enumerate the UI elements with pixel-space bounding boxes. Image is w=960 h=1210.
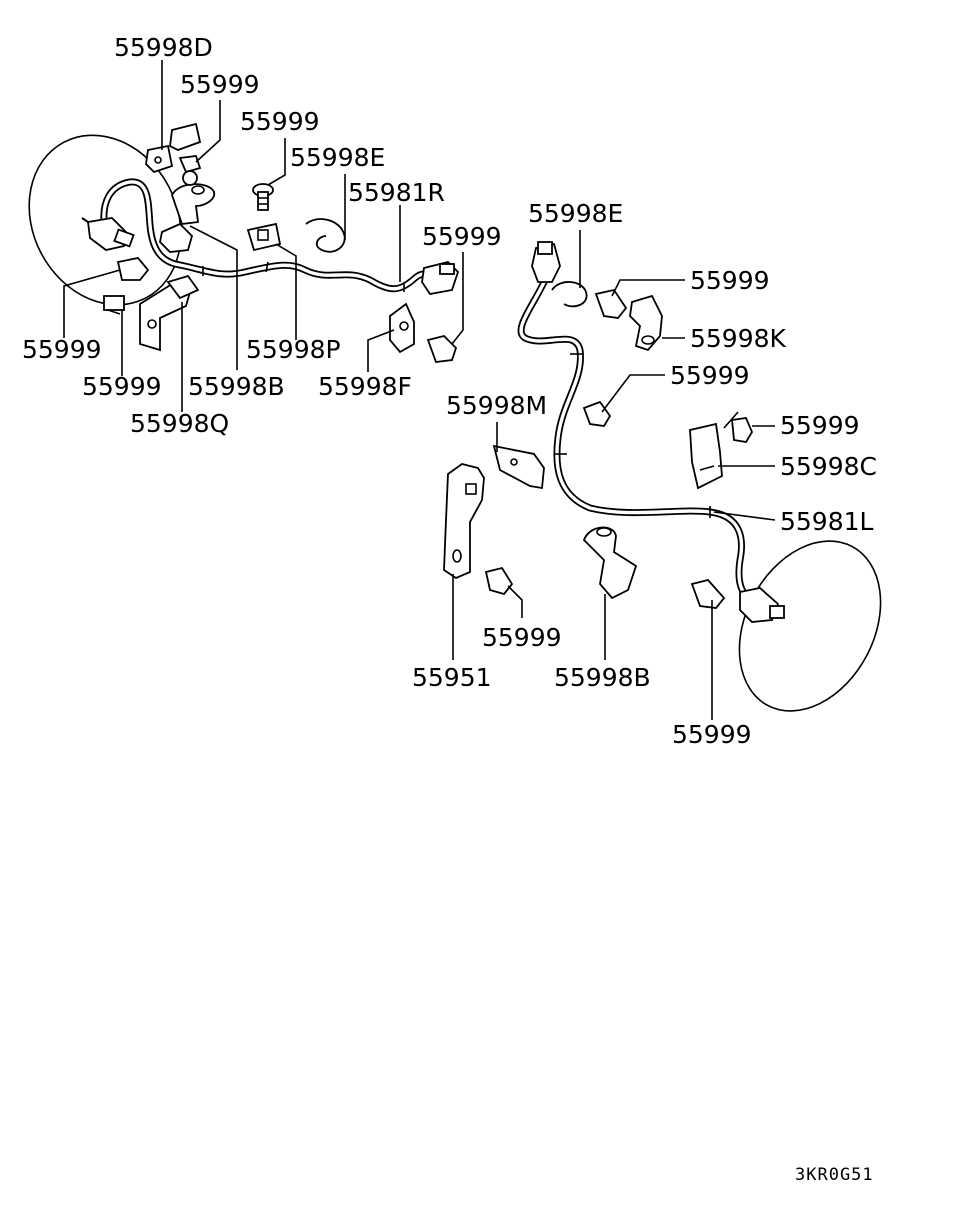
callout-55999: 55999 [240, 107, 320, 136]
callout-55981r: 55981R [348, 178, 445, 207]
leaders-right [452, 230, 776, 720]
callout-55951: 55951 [412, 663, 492, 692]
bracket-55998q [139, 274, 200, 352]
callout-55998f: 55998F [318, 372, 412, 401]
lh-sensor-cable [517, 274, 756, 604]
bracket-55998m [492, 444, 545, 490]
bracket-55998d [145, 122, 202, 174]
callout-55999: 55999 [670, 361, 750, 390]
rh-sensor-cable [100, 178, 444, 293]
callout-55998b: 55998B [188, 372, 285, 401]
bracket-55998f [389, 302, 415, 354]
rh-speed-sensor [81, 217, 135, 251]
callout-55999: 55999 [690, 266, 770, 295]
callout-55998b: 55998B [554, 663, 651, 692]
bracket-plate-upper [171, 183, 216, 225]
callout-55998q: 55998Q [130, 409, 229, 438]
diagram-code: 3KR0G51 [795, 1165, 874, 1185]
lh-connector [531, 241, 561, 283]
clip-55998b-left [159, 222, 194, 253]
callout-55998k: 55998K [690, 324, 787, 353]
clip-55998e-left [305, 218, 346, 253]
lh-speed-sensor [739, 587, 785, 623]
bracket-55998c [689, 422, 723, 490]
callout-55981l: 55981L [780, 507, 874, 536]
leaders-left [63, 60, 464, 412]
callout-55999: 55999 [482, 623, 562, 652]
clip-55998p [246, 222, 282, 252]
callout-55998e: 55998E [528, 199, 623, 228]
callout-55998d: 55998D [114, 33, 213, 62]
bracket-55998b-right [582, 526, 638, 600]
rh-connector [421, 261, 460, 295]
callout-55998p: 55998P [246, 335, 341, 364]
callout-55999: 55999 [22, 335, 102, 364]
bolts-left [103, 155, 458, 363]
callout-55999: 55999 [780, 411, 860, 440]
callout-55999: 55999 [180, 70, 260, 99]
callout-55999: 55999 [422, 222, 502, 251]
callout-55998m: 55998M [446, 391, 547, 420]
bracket-55998k [629, 294, 663, 352]
clip-55998e-right [551, 281, 588, 308]
callout-55999: 55999 [672, 720, 752, 749]
callout-55998e: 55998E [290, 143, 385, 172]
left-wheel-disc [28, 134, 182, 306]
bolts-right [484, 288, 754, 609]
callout-55998c: 55998C [780, 452, 877, 481]
bracket-55951 [443, 463, 485, 580]
callout-55999: 55999 [82, 372, 162, 401]
